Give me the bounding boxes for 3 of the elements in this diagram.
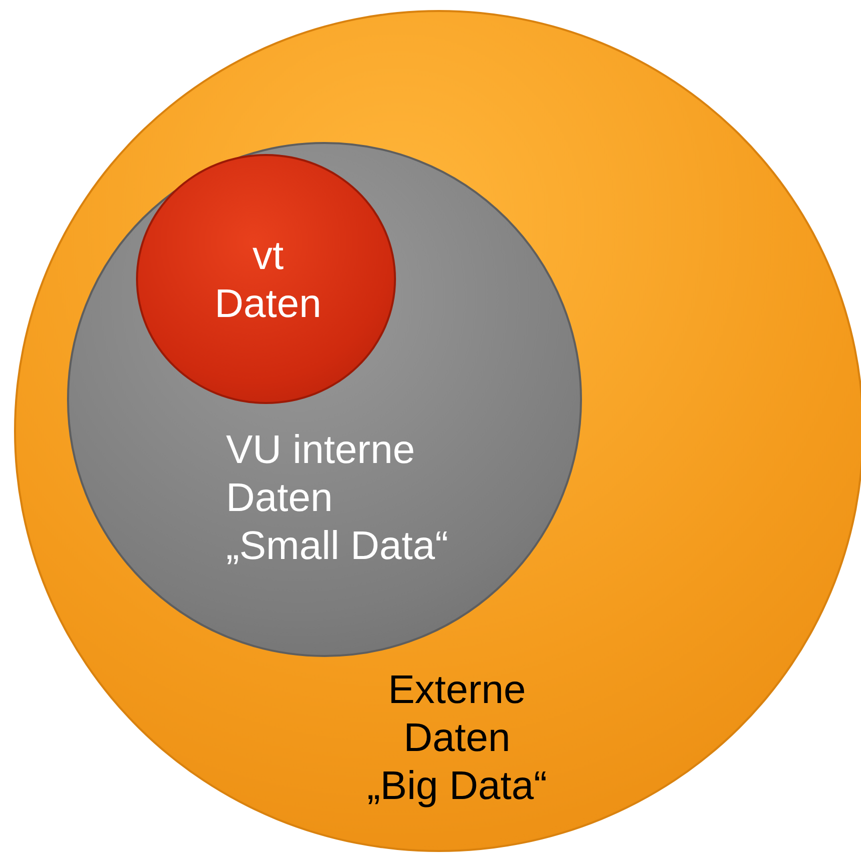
circle-label: Externe Daten „Big Data“ [366,667,548,810]
circle-label: VU interne Daten „Small Data“ [226,427,450,570]
circle-label: vt Daten [214,233,322,328]
